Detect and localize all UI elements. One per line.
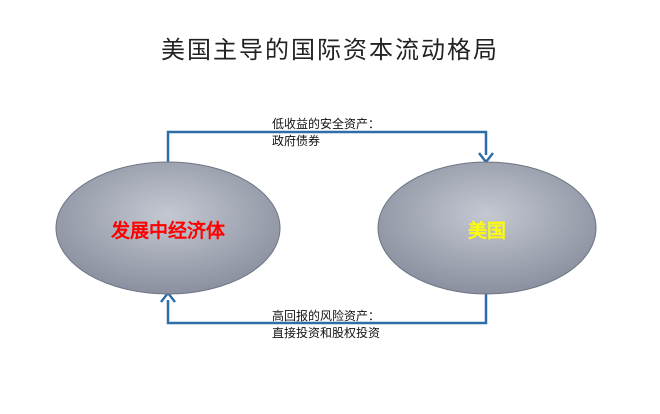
top-flow-label: 低收益的安全资产： 政府债券 xyxy=(272,116,380,150)
bottom-flow-label-line2: 直接投资和股权投资 xyxy=(272,326,381,340)
usa-label: 美国 xyxy=(467,220,506,242)
developing-economies-node xyxy=(55,161,281,295)
bottom-flow-label-line1: 高回报的风险资产： xyxy=(272,309,381,323)
usa-node xyxy=(377,161,597,295)
top-flow-label-line1: 低收益的安全资产： xyxy=(272,117,381,131)
bottom-flow-label: 高回报的风险资产： 直接投资和股权投资 xyxy=(272,308,380,342)
top-flow-arrow xyxy=(166,130,488,162)
top-flow-label-line2: 政府债券 xyxy=(272,134,321,148)
bottom-flow-arrow xyxy=(166,292,488,325)
diagram-title: 美国主导的国际资本流动格局 xyxy=(161,36,499,64)
developing-economies-label: 发展中经济体 xyxy=(110,220,225,242)
